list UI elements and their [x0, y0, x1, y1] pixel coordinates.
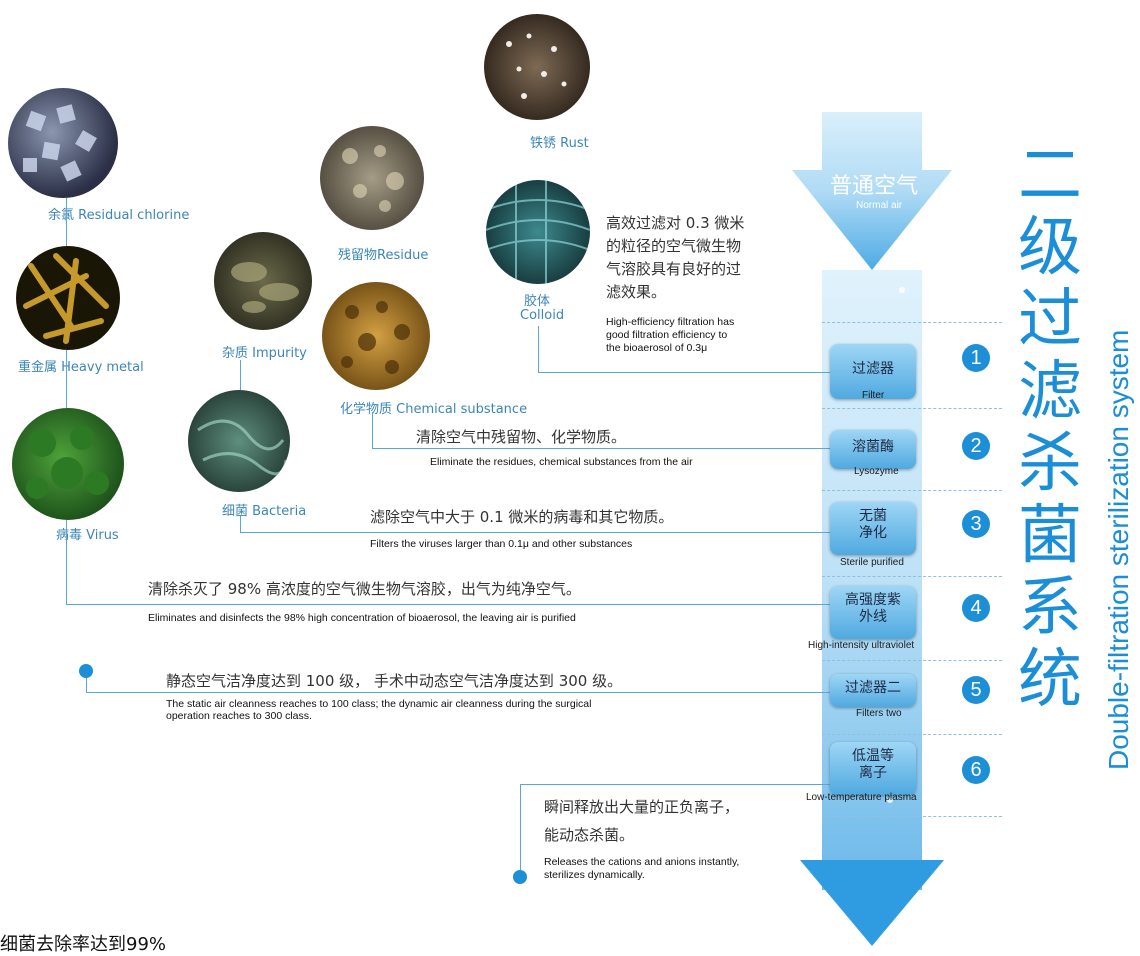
pollutant-label: 铁锈 Rust: [530, 136, 589, 151]
stage-1-box: 过滤器: [830, 344, 916, 399]
pollutant-label-en: Colloid: [520, 308, 565, 323]
stage-2-box: 溶菌酶: [830, 430, 916, 469]
separator: [822, 816, 1002, 817]
pollutant-label: 胶体: [524, 294, 551, 309]
virus-image: [12, 408, 124, 520]
stage-1-en: Filter: [862, 390, 885, 401]
footer-text: 细菌去除率达到99%: [0, 934, 167, 955]
connector-line: [240, 516, 241, 532]
stage-2-cn: 溶菌酶: [852, 439, 894, 455]
stage-6-number: 6: [962, 756, 990, 784]
pollutant-label: 余氯 Residual chlorine: [48, 208, 190, 223]
connector-line: [538, 372, 830, 373]
separator: [822, 322, 1002, 323]
residual-chlorine-image: [8, 88, 118, 198]
stage-5-number: 5: [962, 676, 990, 704]
arrow-top-en: Normal air: [856, 200, 903, 211]
stage-1-number: 1: [962, 344, 990, 372]
separator: [822, 576, 1002, 577]
desc-5-cn: 静态空气洁净度达到 100 级， 手术中动态空气洁净度达到 300 级。: [166, 672, 623, 690]
stage-2-number: 2: [962, 432, 990, 460]
arrow-top-cn: 普通空气: [830, 174, 919, 199]
pollutant-label: 病毒 Virus: [56, 528, 119, 543]
connector-line: [520, 784, 830, 785]
stage-3-number: 3: [962, 510, 990, 538]
desc-1-en: High-efficiency filtration has good filt…: [606, 316, 735, 354]
connector-line: [66, 520, 67, 604]
separator: [822, 490, 1002, 491]
bacteria-image: [188, 390, 290, 492]
desc-2-cn: 清除空气中残留物、化学物质。: [416, 428, 627, 446]
pollutant-label: 重金属 Heavy metal: [18, 360, 144, 375]
pollutant-label: 残留物Residue: [338, 248, 429, 263]
stage-5-box: 过滤器二: [830, 674, 916, 707]
connector-line: [520, 784, 521, 876]
desc-6-cn-line1: 瞬间释放出大量的正负离子，: [544, 798, 740, 816]
connector-line: [538, 326, 539, 372]
desc-4-cn: 清除杀灭了 98% 高浓度的空气微生物气溶胶，出气为纯净空气。: [148, 580, 581, 598]
stage-5-cn: 过滤器二: [845, 680, 901, 696]
title-english: Double-filtration sterilization system: [1103, 329, 1134, 770]
stage-3-cn: 无菌 净化: [859, 508, 887, 541]
stage-4-box: 高强度紫 外线: [830, 586, 916, 639]
separator: [822, 408, 1002, 409]
connector-line: [240, 532, 830, 533]
title-chinese-text: 二级过滤杀菌系统: [1018, 139, 1082, 717]
bullet-dot: [79, 664, 93, 678]
stage-1-cn: 过滤器: [852, 361, 894, 377]
stage-3-box: 无菌 净化: [830, 502, 916, 555]
connector-line: [372, 412, 373, 448]
rust-image: [484, 14, 590, 120]
colloid-image: [486, 180, 590, 284]
desc-6-en: Releases the cations and anions instantl…: [544, 856, 740, 881]
stage-5-en: Filters two: [856, 708, 902, 719]
title-chinese: 二级过滤杀菌系统: [1012, 140, 1088, 716]
desc-6-cn-line2: 能动态杀菌。: [544, 826, 635, 844]
stage-6-en: Low-temperature plasma: [806, 792, 917, 803]
stage-6-box: 低温等 离子: [830, 742, 916, 795]
connector-line: [66, 198, 67, 246]
heavy-metal-image: [16, 246, 120, 350]
stage-4-en: High-intensity ultraviolet: [808, 640, 915, 651]
connector-line: [240, 360, 241, 390]
residue-image: [320, 126, 424, 230]
desc-4-en: Eliminates and disinfects the 98% high c…: [148, 612, 576, 624]
connector-line: [66, 350, 67, 408]
stage-4-cn: 高强度紫 外线: [845, 592, 901, 625]
connector-line: [86, 672, 87, 692]
desc-5-en: The static air cleanness reaches to 100 …: [166, 698, 592, 722]
bullet-dot: [513, 870, 527, 884]
separator: [822, 734, 1002, 735]
connector-line: [86, 692, 830, 693]
pollutant-label: 杂质 Impurity: [222, 346, 307, 361]
connector-line: [66, 604, 830, 605]
pollutant-label: 细菌 Bacteria: [222, 504, 307, 519]
desc-1-cn: 高效过滤对 0.3 微米 的粒径的空气微生物 气溶胶具有良好的过 滤效果。: [606, 214, 745, 301]
desc-3-cn: 滤除空气中大于 0.1 微米的病毒和其它物质。: [370, 508, 674, 526]
stage-3-en: Sterile purified: [840, 557, 904, 568]
stage-2-en: Lysozyme: [854, 466, 899, 477]
separator: [822, 660, 1002, 661]
impurity-image: [214, 232, 312, 330]
pollutant-label: 化学物质 Chemical substance: [340, 402, 528, 417]
desc-2-en: Eliminate the residues, chemical substan…: [430, 456, 693, 468]
connector-line: [372, 448, 830, 449]
chemical-substance-image: [322, 282, 430, 390]
stage-4-number: 4: [962, 594, 990, 622]
stage-6-cn: 低温等 离子: [852, 748, 894, 781]
desc-3-en: Filters the viruses larger than 0.1μ and…: [370, 538, 633, 550]
